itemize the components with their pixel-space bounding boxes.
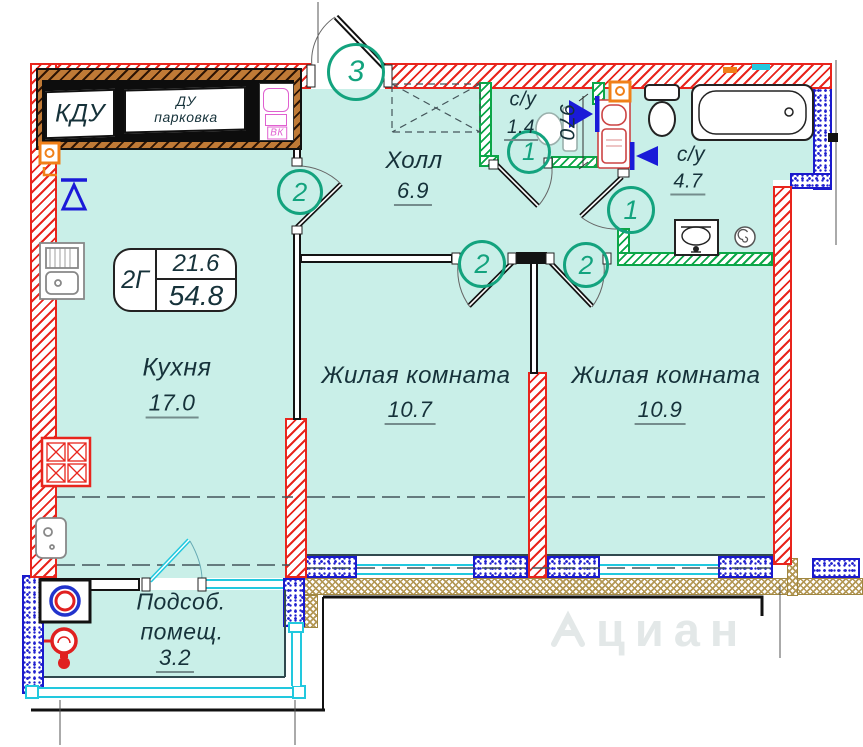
vk-label: ВК bbox=[267, 126, 287, 140]
pier-right-step bbox=[790, 173, 832, 189]
wall-tick bbox=[828, 133, 838, 142]
bathtub-icon bbox=[691, 84, 814, 141]
terrace-outline bbox=[31, 595, 764, 712]
pier-bottom-2 bbox=[473, 556, 528, 578]
window-utility-right-end bbox=[288, 622, 304, 633]
apartment-type-cell: 2Г bbox=[115, 250, 157, 310]
utility-door bbox=[141, 538, 207, 592]
pier-left-bottom bbox=[22, 575, 44, 694]
cyan-mark bbox=[752, 64, 770, 70]
watermark: циан bbox=[548, 602, 748, 657]
utility-boundary-bottom bbox=[44, 676, 285, 678]
stamp-living-area: 21.6 bbox=[157, 250, 235, 280]
utility-label-1: Подсоб. bbox=[136, 588, 226, 615]
wall-living-divider bbox=[530, 262, 538, 374]
door-tag-entrance-label: 3 bbox=[347, 55, 365, 88]
interior-main bbox=[57, 88, 773, 556]
window-utility-end-right bbox=[292, 685, 306, 699]
kitchen-label: Кухня bbox=[142, 353, 212, 382]
wc-big-label: с/у bbox=[676, 143, 706, 166]
socket-bathroom-icon bbox=[608, 80, 632, 103]
wall-t-junction bbox=[516, 252, 547, 264]
living2-area: 10.9 bbox=[634, 397, 686, 425]
door-tag-wc-big-label: 1 bbox=[623, 194, 639, 225]
window-kitchen-utility bbox=[200, 579, 283, 589]
living2-label: Жилая комната bbox=[571, 362, 761, 389]
doors bbox=[141, 14, 630, 592]
axis-lines bbox=[59, 2, 837, 745]
insulation-band-bottom bbox=[302, 578, 863, 595]
window-utility-bottom bbox=[32, 687, 294, 698]
pier-bottom-5 bbox=[812, 558, 860, 578]
kitchen-sink-icon bbox=[39, 242, 85, 300]
door-tag-wc-big: 1 bbox=[607, 186, 655, 234]
kitchen-door bbox=[291, 157, 343, 235]
fire-cabinet-icon bbox=[263, 88, 289, 112]
wc-small-area: 1.4 bbox=[504, 117, 538, 141]
orange-mark bbox=[723, 67, 737, 73]
wall-right bbox=[773, 186, 792, 565]
zone-dashed-lines bbox=[57, 496, 772, 569]
door-tag-living2: 2 bbox=[563, 242, 609, 288]
washing-machine-icon bbox=[38, 578, 92, 624]
washer-outline-icon bbox=[597, 99, 631, 169]
hall-label: Холл bbox=[385, 147, 443, 174]
dimension-970: 970 bbox=[555, 103, 578, 141]
hall-area: 6.9 bbox=[393, 178, 433, 206]
fire-valve-icon bbox=[265, 114, 287, 126]
wc-small-label: с/у bbox=[509, 88, 537, 111]
wardrobe-dashed-box bbox=[391, 83, 481, 133]
utility-area: 3.2 bbox=[155, 645, 195, 673]
stamp-total-area: 54.8 bbox=[168, 280, 224, 311]
door-tag-wc-small: 1 bbox=[507, 130, 551, 174]
pier-bottom-3 bbox=[547, 556, 600, 578]
vent-triangle-kitchen-icon bbox=[60, 178, 88, 211]
door-tag-wc-small-label: 1 bbox=[522, 137, 536, 166]
wc-big-area: 4.7 bbox=[670, 170, 706, 196]
bathroom-sink-icon bbox=[674, 219, 719, 256]
pier-bottom-4 bbox=[718, 556, 773, 578]
vent-triangle-wc-big-icon bbox=[630, 142, 658, 170]
utility-label-2: помещ. bbox=[140, 618, 224, 645]
living1-label: Жилая комната bbox=[321, 362, 511, 389]
window-living1 bbox=[357, 564, 473, 575]
interior-kitchen-low bbox=[57, 556, 293, 578]
door-tag-living2-label: 2 bbox=[578, 249, 594, 280]
toilet-icon bbox=[644, 84, 680, 137]
insulation-band-right bbox=[787, 558, 798, 596]
living1-area: 10.7 bbox=[384, 397, 436, 425]
parking-label-2: парковка bbox=[154, 109, 218, 125]
parking-label-1: ДУ bbox=[176, 93, 196, 109]
door-tag-living1-label: 2 bbox=[474, 248, 490, 279]
apartment-stamp: 2Г 21.6 54.8 bbox=[113, 248, 237, 312]
door-tag-kitchen-label: 2 bbox=[292, 176, 308, 207]
utility-boundary-right bbox=[284, 590, 286, 677]
vent-triangle-wc-small-icon bbox=[569, 96, 600, 132]
door-tag-entrance: 3 bbox=[327, 43, 385, 101]
drain-spiral-icon bbox=[734, 226, 756, 248]
window-utility-end-left bbox=[25, 685, 39, 699]
watermark-text: циан bbox=[596, 603, 749, 656]
stove-icon bbox=[40, 436, 92, 488]
window-living2 bbox=[600, 564, 718, 575]
kitchen-area: 17.0 bbox=[145, 389, 199, 419]
fire-hydrant-icon bbox=[44, 627, 78, 669]
kitchen-sink2-icon bbox=[35, 517, 67, 559]
door-tag-kitchen: 2 bbox=[277, 169, 323, 215]
dimension-line-970 bbox=[578, 93, 589, 170]
kdu-label: КДУ bbox=[55, 99, 105, 128]
insulation-band-step bbox=[302, 595, 318, 628]
socket-kitchen-icon bbox=[38, 141, 61, 177]
watermark-logo-icon bbox=[551, 609, 585, 647]
door-tag-living1: 2 bbox=[458, 240, 506, 288]
window-utility-right bbox=[291, 632, 302, 686]
pier-bottom-1 bbox=[302, 556, 357, 578]
